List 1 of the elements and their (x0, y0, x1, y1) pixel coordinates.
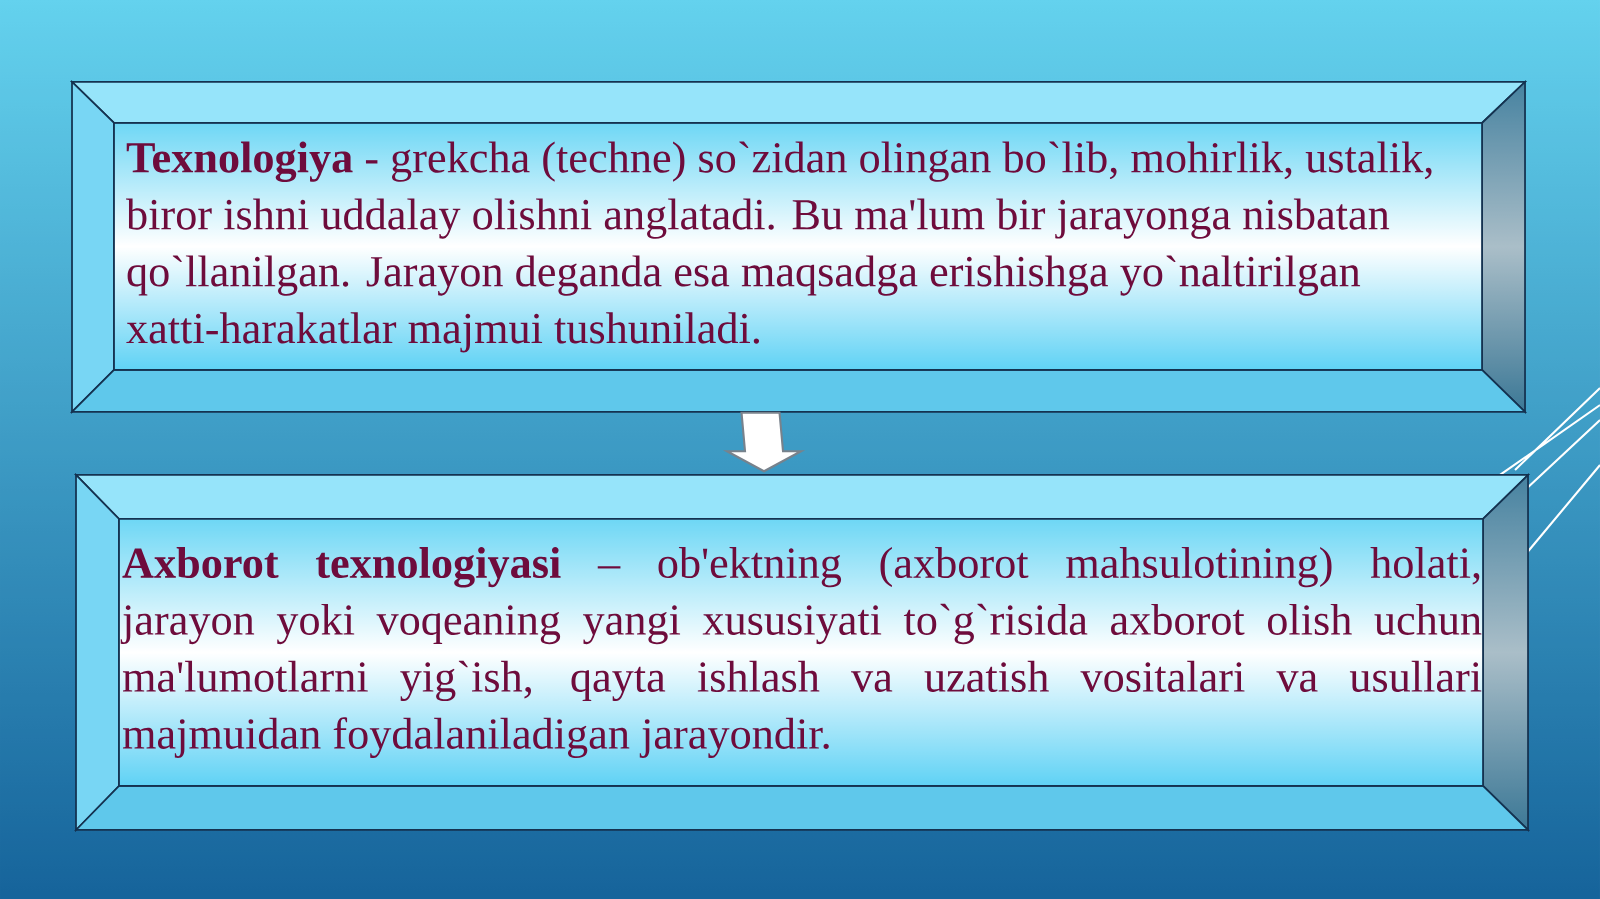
block-arrow (722, 411, 806, 473)
